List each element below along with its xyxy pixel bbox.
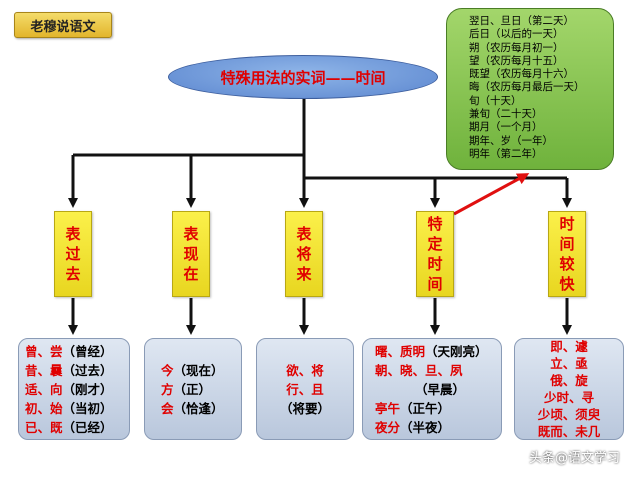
- category-char: 间: [427, 275, 443, 293]
- example-line: 行、且: [286, 381, 324, 397]
- example-line: 适、向（刚才）: [25, 381, 113, 397]
- term-line: 期年、岁（一年）: [469, 134, 553, 147]
- example-line: 朝、晓、旦、夙: [375, 362, 463, 378]
- examples-fast-time: 即、遽 立、亟 俄、旋 少时、寻 少顷、须臾 既而、未几: [514, 338, 624, 440]
- example-line: 俄、旋: [550, 373, 588, 388]
- example-line: 夜分（半夜）: [375, 419, 451, 435]
- category-present: 表 现 在: [172, 211, 210, 297]
- example-line: 欲、将: [286, 362, 324, 378]
- watermark: 头条@语文学习: [509, 447, 620, 466]
- category-char: 在: [183, 265, 199, 283]
- category-specific-time: 特 定 时 间: [416, 211, 454, 297]
- category-past: 表 过 去: [54, 211, 92, 297]
- category-char: 来: [296, 265, 312, 283]
- term-line: 兼旬（二十天）: [469, 108, 543, 121]
- category-char: 较: [559, 255, 575, 273]
- example-line: 昔、曩（过去）: [25, 362, 113, 378]
- category-char: 特: [427, 215, 443, 233]
- example-line: 既而、未几: [537, 424, 601, 439]
- example-line: 曙、质明（天刚亮）: [375, 343, 488, 359]
- term-line: 旬（十天）: [469, 94, 522, 107]
- category-char: 将: [296, 245, 312, 263]
- category-char: 现: [183, 245, 199, 263]
- example-line: 曾、尝（曾经）: [25, 343, 113, 359]
- term-line: 朔（农历每月初一）: [469, 41, 564, 54]
- category-char: 表: [183, 225, 199, 243]
- example-line: 初、始（当初）: [25, 400, 113, 416]
- category-future: 表 将 来: [285, 211, 323, 297]
- examples-future: 欲、将 行、且 （将要）: [256, 338, 354, 440]
- term-line: 期月（一个月）: [469, 121, 543, 134]
- category-char: 定: [427, 235, 443, 253]
- example-line: 少时、寻: [543, 390, 594, 405]
- category-char: 快: [559, 275, 575, 293]
- examples-present: 今（现在） 方（正） 会（恰逢）: [144, 338, 242, 440]
- category-char: 过: [65, 245, 81, 263]
- example-line: 今（现在）: [161, 362, 224, 378]
- category-char: 表: [65, 225, 81, 243]
- examples-specific-time: 曙、质明（天刚亮） 朝、晓、旦、夙 （早晨） 亭午（正午） 夜分（半夜）: [362, 338, 502, 440]
- example-line: 亭午（正午）: [375, 400, 451, 416]
- category-char: 间: [559, 235, 575, 253]
- author-badge: 老穆说语文: [14, 12, 112, 38]
- term-line: 既望（农历每月十六）: [469, 68, 574, 81]
- watermark-text: 头条@语文学习: [528, 451, 620, 466]
- example-line: （将要）: [279, 400, 330, 416]
- example-line: （早晨）: [415, 381, 466, 397]
- specific-time-terms-box: 翌日、旦日（第二天） 后日（以后的一天） 朔（农历每月初一） 望（农历每月十五）…: [446, 8, 614, 170]
- category-char: 时: [559, 215, 575, 233]
- example-line: 少顷、须臾: [537, 407, 601, 422]
- diagram-title: 特殊用法的实词——时间: [168, 55, 438, 99]
- category-char: 去: [65, 265, 81, 283]
- examples-past: 曾、尝（曾经） 昔、曩（过去） 适、向（刚才） 初、始（当初） 已、既（已经）: [18, 338, 130, 440]
- example-line: 会（恰逢）: [161, 400, 224, 416]
- category-char: 时: [427, 255, 443, 273]
- term-line: 后日（以后的一天）: [469, 28, 564, 41]
- example-line: 已、既（已经）: [25, 419, 113, 435]
- term-line: 翌日、旦日（第二天）: [469, 15, 574, 27]
- term-line: 晦（农历每月最后一天）: [469, 81, 585, 94]
- category-fast-time: 时 间 较 快: [548, 211, 586, 297]
- example-line: 立、亟: [550, 356, 588, 371]
- chat-bubble-icon: [509, 449, 525, 464]
- term-line: 望（农历每月十五）: [469, 54, 564, 67]
- category-char: 表: [296, 225, 312, 243]
- example-line: 方（正）: [161, 381, 212, 397]
- red-arrow: [453, 173, 530, 216]
- example-line: 即、遽: [550, 339, 588, 354]
- term-line: 明年（第二年）: [469, 147, 543, 160]
